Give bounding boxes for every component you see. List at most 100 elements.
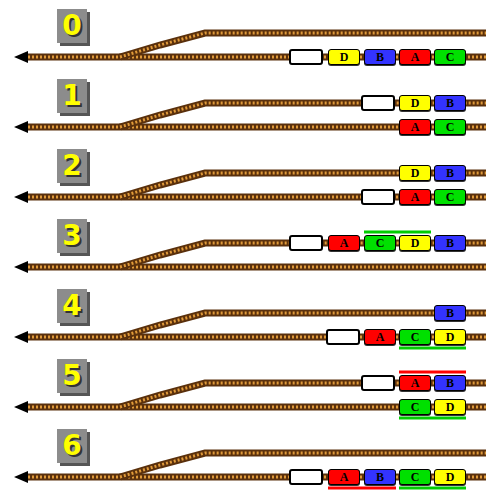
rail-car: A	[399, 119, 431, 135]
group-bracket	[399, 371, 466, 374]
step-number-box: 0	[57, 9, 87, 43]
rail-car: C	[434, 119, 466, 135]
track	[24, 264, 486, 271]
step-number-box: 6	[57, 429, 87, 463]
track-ties	[120, 383, 486, 407]
rail-car: C	[434, 49, 466, 65]
direction-arrow	[14, 261, 28, 273]
step-number-box: 4	[57, 289, 87, 323]
rail-car: D	[399, 95, 431, 111]
rail-car: A	[328, 235, 360, 251]
track-ties	[120, 313, 486, 337]
direction-arrow	[14, 471, 28, 483]
car-letter: A	[411, 51, 420, 63]
rail-car: D	[399, 235, 431, 251]
step-number: 0	[62, 12, 81, 40]
car-letter: B	[446, 307, 454, 319]
car-letter: D	[411, 237, 420, 249]
locomotive	[362, 96, 394, 110]
step-number: 3	[62, 222, 81, 250]
rail-car: D	[399, 165, 431, 181]
car-letter: B	[376, 471, 384, 483]
rail-car: D	[328, 49, 360, 65]
car-letter: D	[446, 331, 455, 343]
rail-car: B	[434, 95, 466, 111]
track	[120, 173, 486, 197]
step-number-box: 2	[57, 149, 87, 183]
rail-car: A	[399, 375, 431, 391]
rail-car: C	[364, 235, 396, 251]
direction-arrow	[14, 331, 28, 343]
track-ties	[24, 266, 486, 269]
track	[120, 103, 486, 127]
car-letter: A	[411, 191, 420, 203]
rail-car: B	[364, 469, 396, 485]
car-letter: A	[340, 237, 349, 249]
direction-arrow	[14, 51, 28, 63]
locomotive	[362, 376, 394, 390]
direction-arrow	[14, 401, 28, 413]
step-number: 5	[62, 362, 81, 390]
rail-car: A	[399, 49, 431, 65]
step-number: 6	[62, 432, 81, 460]
car-letter: A	[411, 377, 420, 389]
car-letter: D	[411, 167, 420, 179]
car-letter: C	[411, 471, 420, 483]
group-bracket	[328, 487, 396, 490]
step-number-box: 1	[57, 79, 87, 113]
direction-arrow	[14, 121, 28, 133]
locomotive	[362, 190, 394, 204]
car-letter: B	[446, 97, 454, 109]
track	[120, 313, 486, 337]
group-bracket	[364, 231, 431, 234]
locomotive	[290, 470, 322, 484]
rail-car: D	[434, 329, 466, 345]
rail-car: B	[434, 235, 466, 251]
car-letter: D	[411, 97, 420, 109]
group-bracket	[399, 487, 466, 490]
rail-car: C	[399, 329, 431, 345]
car-letter: C	[376, 237, 385, 249]
rail-car: B	[434, 305, 466, 321]
track	[120, 383, 486, 407]
car-letter: B	[446, 237, 454, 249]
rail-car: A	[328, 469, 360, 485]
rail-car: A	[364, 329, 396, 345]
car-letter: A	[340, 471, 349, 483]
rail-car: B	[434, 375, 466, 391]
locomotive	[290, 236, 322, 250]
rail-car: C	[399, 469, 431, 485]
car-letter: A	[411, 121, 420, 133]
car-letter: C	[446, 191, 455, 203]
car-letter: B	[446, 167, 454, 179]
car-letter: D	[446, 471, 455, 483]
car-letter: B	[446, 377, 454, 389]
step-number: 1	[62, 82, 81, 110]
car-letter: C	[411, 401, 420, 413]
car-letter: D	[340, 51, 349, 63]
rail-car: B	[434, 165, 466, 181]
car-letter: C	[446, 121, 455, 133]
rail-car: D	[434, 399, 466, 415]
car-letter: C	[411, 331, 420, 343]
group-bracket	[399, 417, 466, 420]
car-letter: D	[446, 401, 455, 413]
group-bracket	[399, 347, 466, 350]
rail-car: D	[434, 469, 466, 485]
track-ties	[120, 173, 486, 197]
car-letter: B	[376, 51, 384, 63]
locomotive	[327, 330, 359, 344]
track-ties	[120, 103, 486, 127]
step-number: 2	[62, 152, 81, 180]
step-number: 4	[62, 292, 81, 320]
step-number-box: 5	[57, 359, 87, 393]
step-number-box: 3	[57, 219, 87, 253]
rail-car: C	[434, 189, 466, 205]
rail-car: C	[399, 399, 431, 415]
direction-arrow	[14, 191, 28, 203]
car-letter: A	[376, 331, 385, 343]
rail-car: A	[399, 189, 431, 205]
rail-car: B	[364, 49, 396, 65]
car-letter: C	[446, 51, 455, 63]
